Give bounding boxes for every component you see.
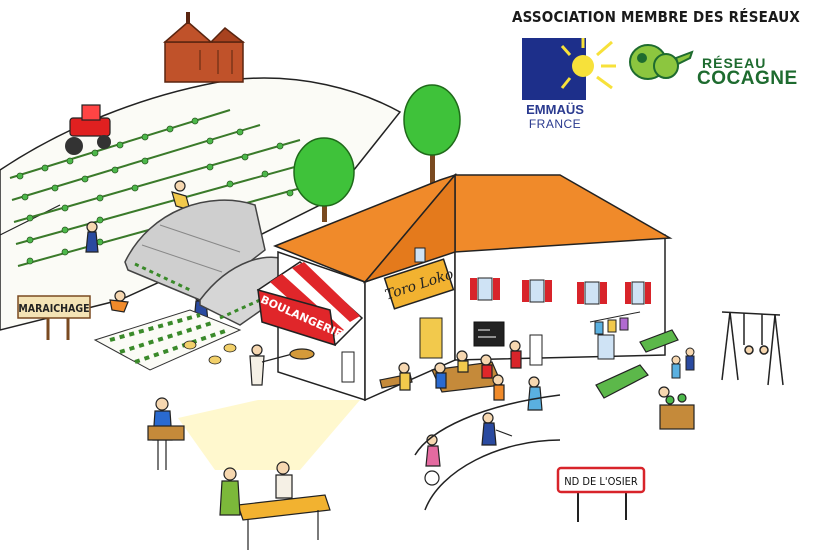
children bbox=[671, 347, 695, 379]
chalkboard bbox=[473, 321, 505, 347]
garden-beds bbox=[595, 329, 695, 430]
market-stall bbox=[219, 461, 331, 550]
village-sign-text: ND DE L'OSIER bbox=[564, 475, 638, 488]
sun-icon bbox=[560, 38, 616, 90]
village-sign: ND DE L'OSIER bbox=[556, 466, 646, 522]
emmaus-logo-country: FRANCE bbox=[528, 117, 582, 131]
bakery-awning: BOULANGERIE bbox=[256, 261, 364, 347]
baker bbox=[249, 344, 315, 386]
maraichage-sign: MARAICHAGE bbox=[17, 295, 91, 340]
light-beam bbox=[178, 400, 360, 470]
tractor bbox=[65, 104, 111, 155]
church bbox=[162, 12, 246, 83]
lower-field bbox=[93, 309, 242, 371]
chickens bbox=[183, 340, 237, 365]
watering-can-icon bbox=[629, 44, 694, 80]
cocagne-logo-line1: RÉSEAU bbox=[702, 55, 767, 71]
trees bbox=[293, 84, 461, 222]
maraichage-text: MARAICHAGE bbox=[18, 303, 89, 315]
swing-set bbox=[721, 311, 784, 386]
laundry-line bbox=[589, 311, 641, 335]
terrace bbox=[379, 340, 543, 446]
cocagne-logo-line2: COCAGNE bbox=[697, 68, 798, 89]
road bbox=[414, 394, 561, 511]
association-header: ASSOCIATION MEMBRE DES RÉSEAUX bbox=[512, 8, 800, 26]
greenhouses bbox=[124, 199, 291, 326]
person-with-crate bbox=[147, 397, 185, 470]
emmaus-logo-name: EMMAÜS bbox=[526, 102, 584, 117]
crop-plants bbox=[16, 117, 324, 265]
cyclist bbox=[424, 434, 441, 486]
emmaus-logo bbox=[522, 38, 616, 100]
